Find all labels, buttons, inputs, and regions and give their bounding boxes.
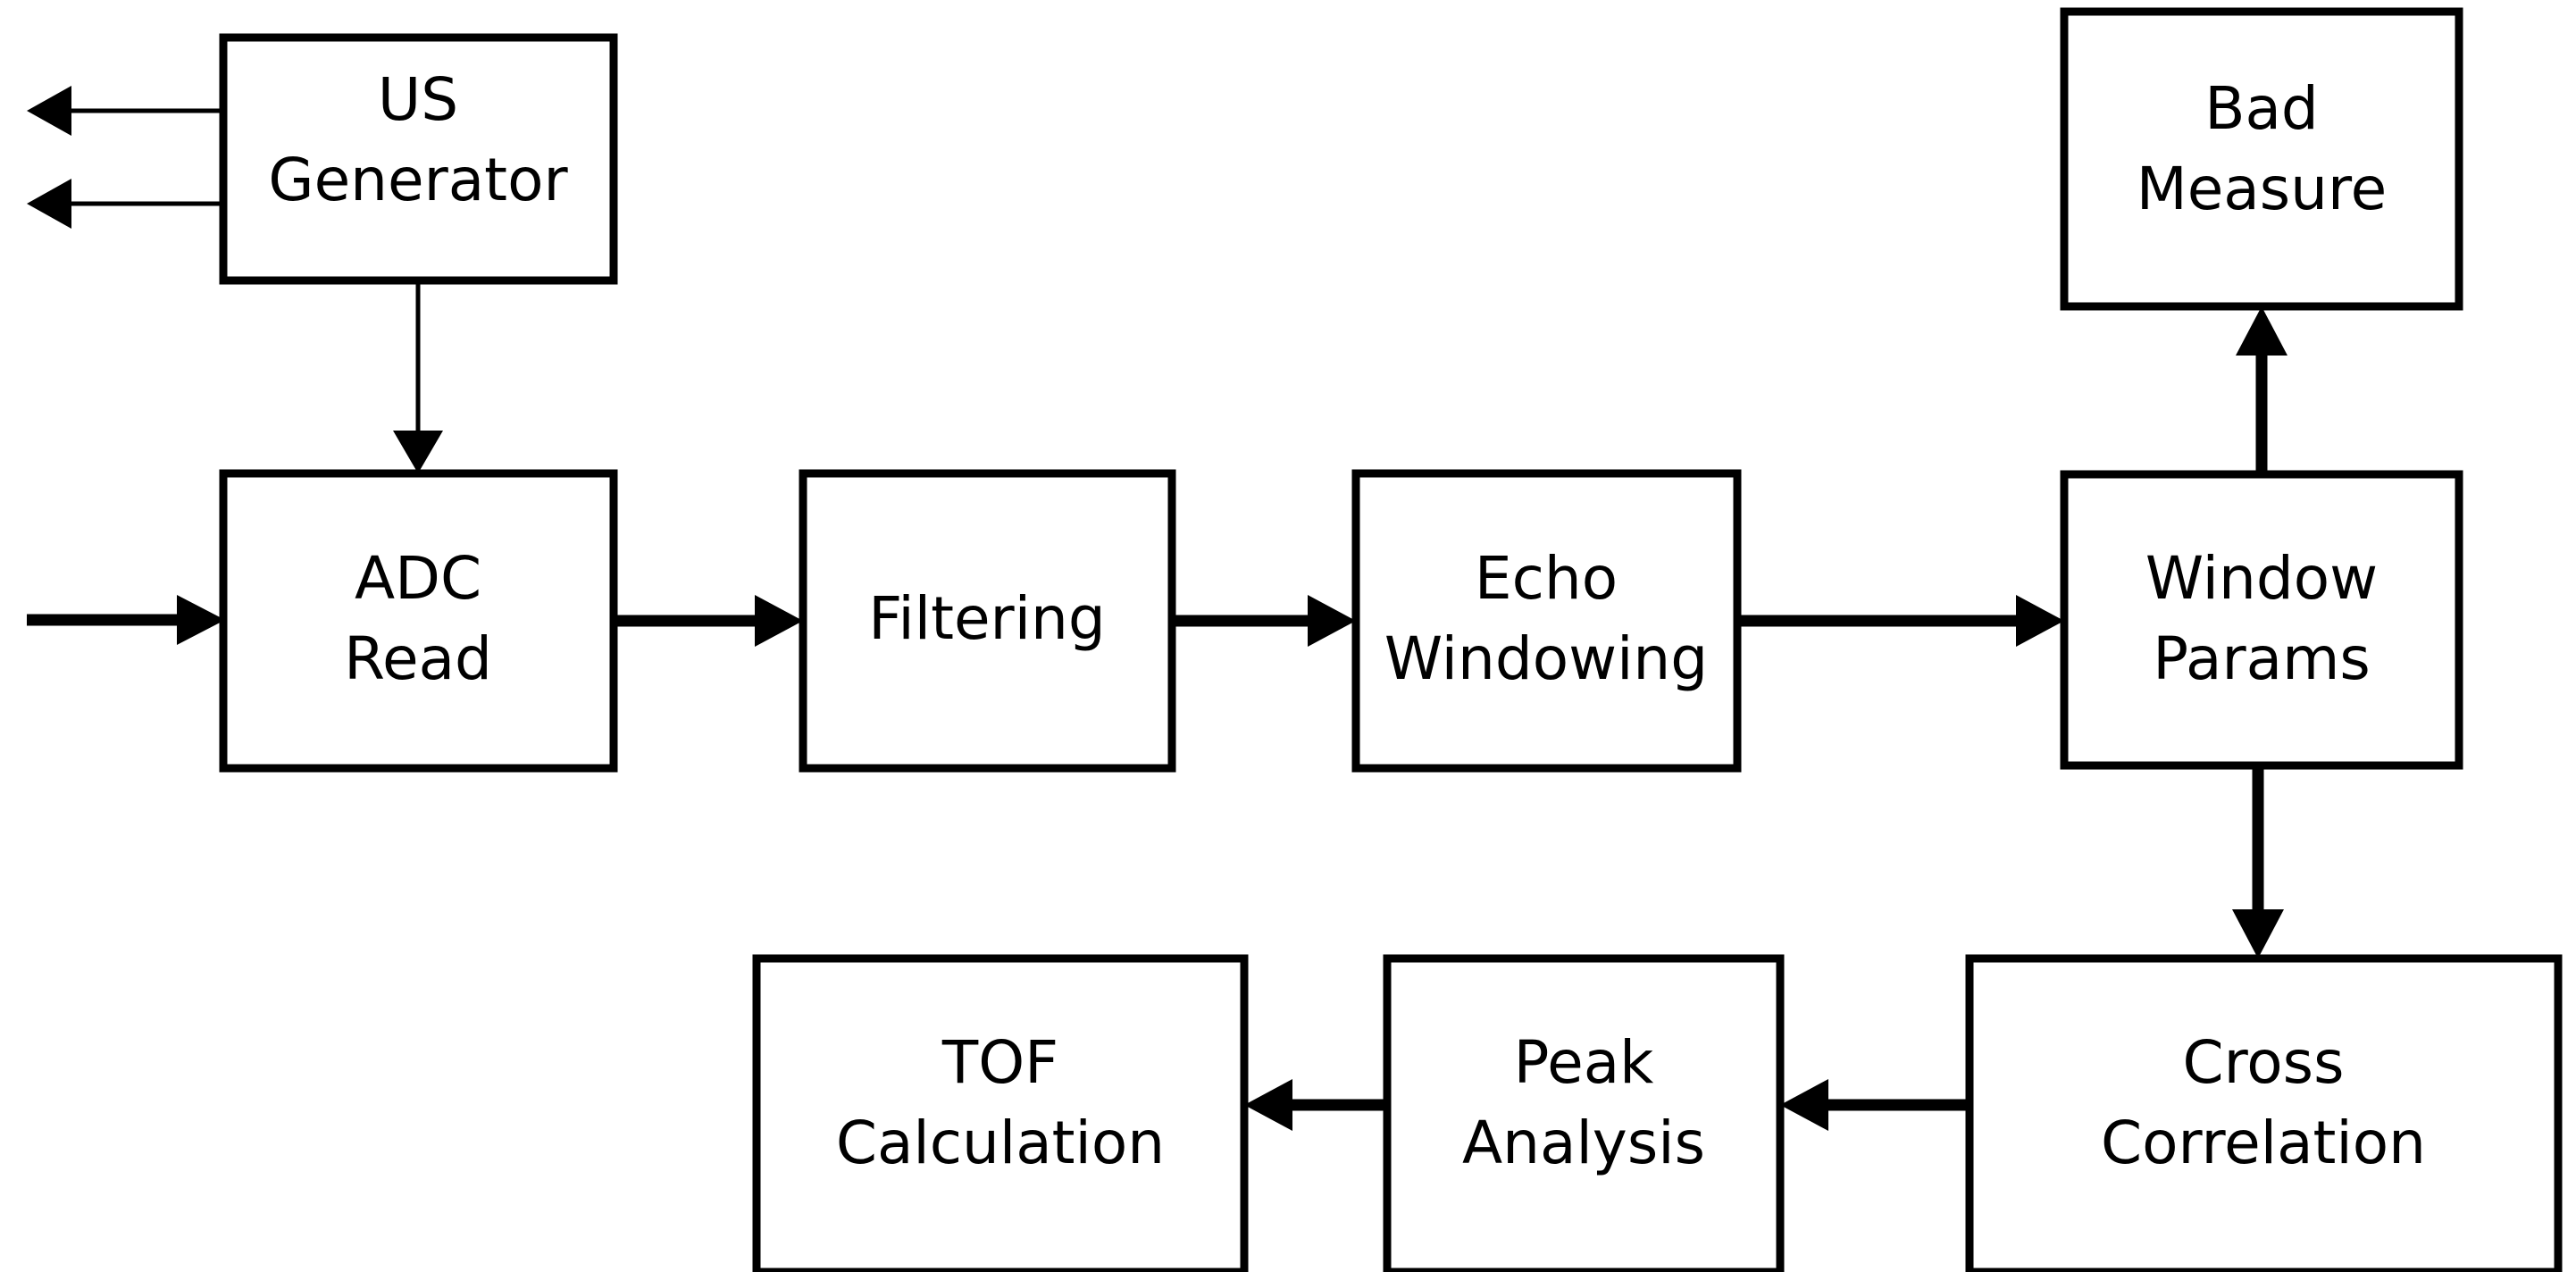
- node-tof-calculation[interactable]: TOF Calculation: [752, 954, 1249, 1272]
- node-peak-analysis-label-line1: Peak: [1514, 1028, 1654, 1097]
- arrow-head-left-icon: [27, 179, 71, 229]
- node-window-params-label-line2: Params: [2153, 624, 2371, 693]
- edge-us-generator-output-2: [27, 179, 223, 229]
- node-adc-read-box[interactable]: [219, 469, 618, 773]
- node-echo-windowing-box[interactable]: [1351, 469, 1742, 773]
- node-us-generator-label-line2: Generator: [268, 146, 568, 214]
- arrow-head-right-icon: [755, 595, 803, 647]
- arrow-head-down-icon: [2232, 909, 2284, 958]
- edge-peak-analysis-to-tof-calculation: [1244, 1079, 1387, 1131]
- arrow-head-left-icon: [1780, 1079, 1828, 1131]
- edge-us-generator-to-adc-read: [393, 280, 443, 473]
- arrow-head-right-icon: [1308, 595, 1356, 647]
- arrow-head-left-icon: [27, 86, 71, 136]
- node-peak-analysis-box[interactable]: [1383, 954, 1785, 1272]
- node-adc-read-label-line2: Read: [344, 624, 492, 693]
- node-echo-windowing-label-line2: Windowing: [1384, 624, 1708, 693]
- node-bad-measure-label-line2: Measure: [2137, 155, 2388, 223]
- node-window-params-label-line1: Window: [2145, 544, 2378, 613]
- node-filtering[interactable]: Filtering: [799, 469, 1176, 773]
- node-adc-read[interactable]: ADC Read: [219, 469, 618, 773]
- node-us-generator-label-line1: US: [378, 65, 458, 134]
- node-us-generator[interactable]: US Generator: [219, 33, 618, 285]
- node-tof-calculation-label-line2: Calculation: [836, 1109, 1165, 1177]
- node-cross-correlation-label-line1: Cross: [2183, 1028, 2345, 1097]
- arrow-head-left-icon: [1244, 1079, 1292, 1131]
- node-bad-measure-box[interactable]: [2060, 7, 2463, 311]
- node-tof-calculation-label-line1: TOF: [941, 1028, 1058, 1097]
- arrow-head-right-icon: [177, 595, 225, 645]
- edge-window-params-to-cross-correlation: [2232, 766, 2284, 958]
- edge-echo-windowing-to-window-params: [1737, 595, 2064, 647]
- node-tof-calculation-box[interactable]: [752, 954, 1249, 1272]
- arrow-head-down-icon: [393, 431, 443, 473]
- node-cross-correlation[interactable]: Cross Correlation: [1965, 954, 2563, 1272]
- node-filtering-box[interactable]: [799, 469, 1176, 773]
- node-cross-correlation-box[interactable]: [1965, 954, 2563, 1272]
- edge-external-input-to-adc-read: [27, 595, 225, 645]
- arrow-head-up-icon: [2236, 306, 2287, 356]
- edge-adc-read-to-filtering: [614, 595, 803, 647]
- edge-filtering-to-echo-windowing: [1172, 595, 1356, 647]
- edge-us-generator-output-1: [27, 86, 223, 136]
- node-filtering-label-line1: Filtering: [868, 584, 1106, 653]
- arrow-head-right-icon: [2016, 595, 2064, 647]
- node-cross-correlation-label-line2: Correlation: [2101, 1109, 2426, 1177]
- node-echo-windowing[interactable]: Echo Windowing: [1351, 469, 1742, 773]
- node-us-generator-box[interactable]: [219, 33, 618, 285]
- node-adc-read-label-line1: ADC: [355, 544, 481, 613]
- node-window-params-box[interactable]: [2060, 470, 2463, 770]
- node-echo-windowing-label-line1: Echo: [1475, 544, 1618, 613]
- edge-window-params-to-bad-measure: [2236, 306, 2287, 474]
- node-bad-measure-label-line1: Bad: [2204, 74, 2319, 143]
- edge-cross-correlation-to-peak-analysis: [1780, 1079, 1970, 1131]
- node-peak-analysis[interactable]: Peak Analysis: [1383, 954, 1785, 1272]
- node-peak-analysis-label-line2: Analysis: [1462, 1109, 1705, 1177]
- node-window-params[interactable]: Window Params: [2060, 470, 2463, 770]
- node-bad-measure[interactable]: Bad Measure: [2060, 7, 2463, 311]
